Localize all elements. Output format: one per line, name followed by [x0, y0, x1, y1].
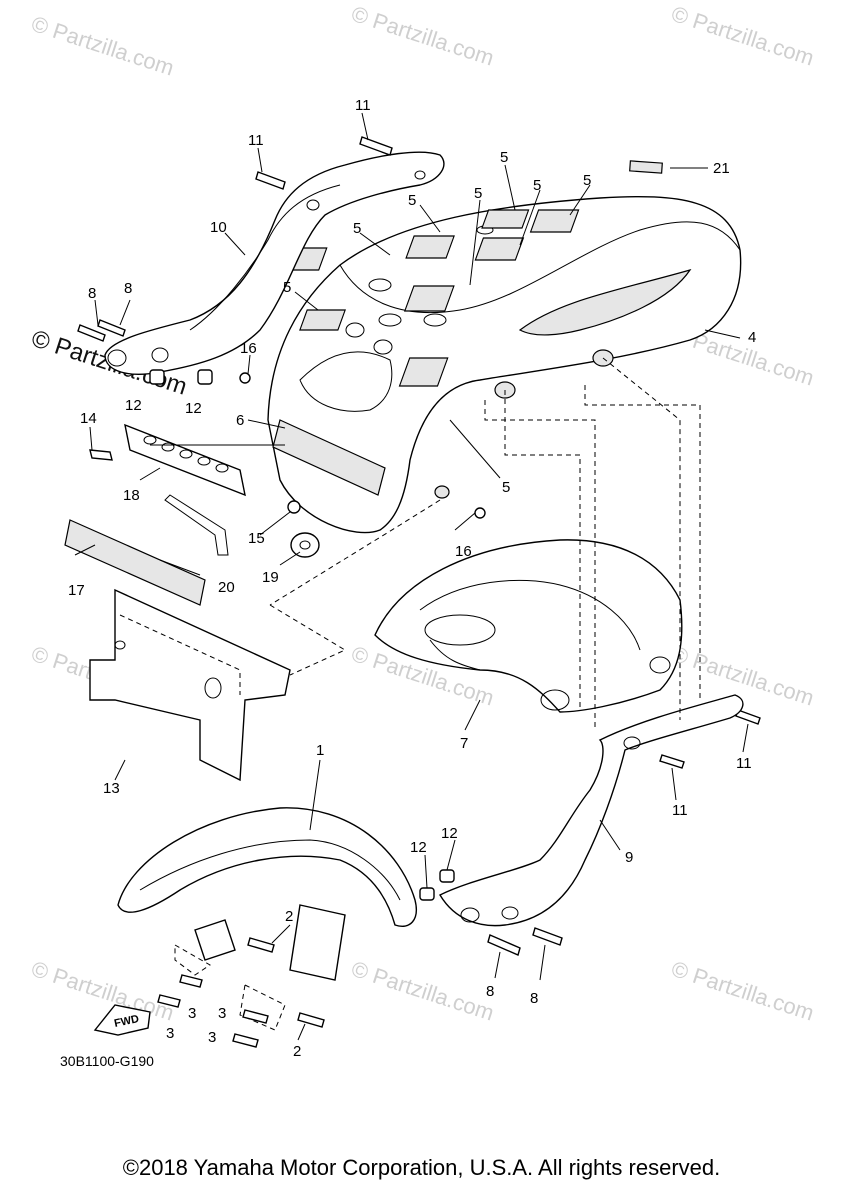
callouts: 11 11 10 8 8 12 12 16 6 14 18 15 19 20 1…: [68, 97, 756, 1060]
label-part-21: [629, 160, 663, 174]
callout-2: 2: [285, 908, 293, 925]
bolt-part-11: [659, 754, 685, 769]
callout-6: 6: [236, 412, 244, 429]
strip-part-6: [272, 419, 386, 496]
callout-5: 5: [283, 279, 291, 296]
callout-19: 19: [262, 569, 279, 586]
callout-11: 11: [672, 802, 688, 819]
harness-part-20: [164, 494, 229, 556]
bolt-part-3: [157, 994, 181, 1008]
callout-1: 1: [316, 742, 324, 759]
watermark: © Partzilla.com: [28, 11, 177, 81]
leader-lines: [74, 112, 749, 1041]
callout-11: 11: [736, 755, 752, 772]
callout-3: 3: [208, 1029, 216, 1046]
bolt-part-14: [89, 449, 113, 461]
callout-5: 5: [502, 479, 510, 496]
collar-part-12: [149, 369, 165, 385]
callout-5: 5: [474, 185, 482, 202]
callout-5: 5: [583, 172, 591, 189]
bolt-part-2: [247, 937, 275, 953]
bolt-part-8: [97, 319, 126, 337]
inner-fender-part-7: [374, 539, 683, 713]
callout-9: 9: [625, 849, 633, 866]
collar-part-12: [419, 887, 435, 901]
callout-16: 16: [455, 543, 472, 560]
bolt-part-16: [239, 372, 251, 384]
callout-8: 8: [88, 285, 96, 302]
callout-3: 3: [218, 1005, 226, 1022]
callout-7: 7: [460, 735, 468, 752]
damper-part-19: [290, 532, 320, 558]
grab-bar-part-9: [439, 694, 744, 927]
callout-21: 21: [713, 160, 730, 177]
bolt-part-8: [77, 324, 106, 342]
watermark: © Partzilla.com: [28, 956, 177, 1026]
bolt-part-8: [487, 934, 521, 956]
bolt-part-3: [232, 1033, 259, 1048]
callout-12: 12: [441, 825, 458, 842]
rear-fender-part-4: [267, 195, 742, 534]
callout-20: 20: [218, 579, 235, 596]
callout-12: 12: [185, 400, 202, 417]
bolt-part-11: [359, 136, 393, 156]
collar-part-12: [439, 869, 455, 883]
callout-5: 5: [408, 192, 416, 209]
fwd-arrow: FWD: [93, 1004, 151, 1036]
bolt-part-3: [179, 974, 203, 988]
callout-11: 11: [248, 132, 264, 149]
strip-part-17: [64, 519, 206, 606]
grab-bar-part-10: [104, 151, 445, 375]
callout-12: 12: [410, 839, 427, 856]
callout-16: 16: [240, 340, 257, 357]
bolt-part-8: [532, 927, 563, 946]
bolt-part-11: [255, 171, 286, 190]
callout-5: 5: [500, 149, 508, 166]
bolt-part-16: [474, 507, 486, 519]
bolt-part-15: [287, 500, 301, 514]
callout-3: 3: [188, 1005, 196, 1022]
callout-13: 13: [103, 780, 120, 797]
front-fender-part-1: [117, 807, 417, 1031]
bolt-part-3: [242, 1009, 269, 1024]
callout-18: 18: [123, 487, 140, 504]
callout-8: 8: [486, 983, 494, 1000]
watermark: © Partzilla.com: [348, 956, 497, 1026]
bolt-part-2: [297, 1012, 325, 1028]
callout-8: 8: [530, 990, 538, 1007]
pads-part-5: [277, 209, 580, 387]
callout-5: 5: [353, 220, 361, 237]
callout-10: 10: [210, 219, 227, 236]
callout-3: 3: [166, 1025, 174, 1042]
callout-4: 4: [748, 329, 756, 346]
plate-bracket-part-13: [89, 588, 291, 782]
callout-8: 8: [124, 280, 132, 297]
callout-5: 5: [533, 177, 541, 194]
callout-17: 17: [68, 582, 85, 599]
bracket-part-18: [124, 423, 246, 497]
watermark: © Partzilla.com: [348, 1, 497, 71]
callout-15: 15: [248, 530, 265, 547]
callout-11: 11: [355, 97, 371, 114]
fwd-label: FWD: [113, 1013, 140, 1030]
callout-14: 14: [80, 410, 97, 427]
collar-part-12: [197, 369, 213, 385]
copyright-notice: ©2018 Yamaha Motor Corporation, U.S.A. A…: [122, 1155, 721, 1180]
callout-12: 12: [125, 397, 142, 414]
callout-2: 2: [293, 1043, 301, 1060]
diagram-code: 30B1100-G190: [60, 1053, 154, 1069]
watermark: © Partzilla.com: [668, 1, 817, 71]
watermark: © Partzilla.com: [668, 956, 817, 1026]
